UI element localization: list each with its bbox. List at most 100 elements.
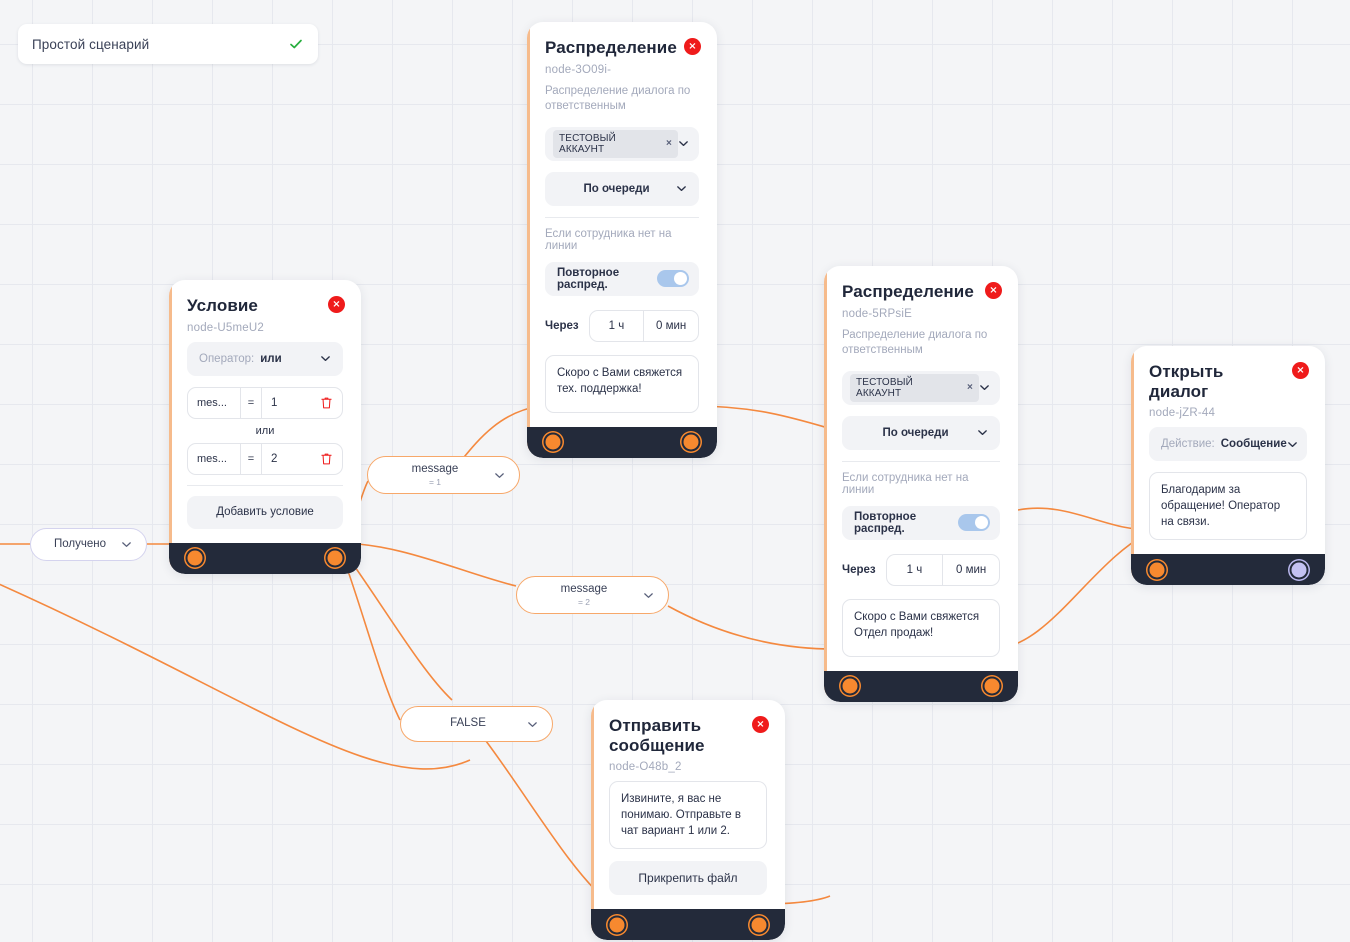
delay-row: Через 1 ч 0 мин	[842, 553, 1000, 586]
trash-icon[interactable]	[310, 444, 342, 474]
condition-operator[interactable]: =	[240, 387, 262, 418]
node-id: node-U5meU2	[187, 321, 264, 334]
account-chip[interactable]: ТЕСТОВЫЙ АККАУНТ ×	[553, 129, 678, 158]
edge-label-message-2[interactable]: message = 2	[516, 576, 669, 614]
node-open-dialog[interactable]: × Открыть диалог node-jZR-44 Действие: С…	[1131, 346, 1325, 586]
node-body: × Условие node-U5meU2 Оператор: или mes.…	[169, 280, 361, 543]
condition-row[interactable]: mes... = 2	[187, 442, 343, 475]
account-chip[interactable]: ТЕСТОВЫЙ АККАУНТ ×	[850, 373, 979, 402]
distribution-mode-select[interactable]: По очереди	[545, 171, 699, 206]
delay-inputs[interactable]: 1 ч 0 мин	[885, 553, 1000, 586]
edge-label-false[interactable]: FALSE	[400, 706, 553, 742]
distribution-mode-value: По очереди	[882, 426, 949, 439]
distribution-mode-value: По очереди	[583, 182, 650, 195]
account-chip-label: ТЕСТОВЫЙ АККАУНТ	[856, 376, 914, 399]
close-icon[interactable]: ×	[752, 716, 769, 733]
action-value: Сообщение	[1220, 438, 1287, 451]
message-input[interactable]: Извините, я вас не понимаю. Отправьте в …	[609, 781, 767, 850]
delay-minutes-input[interactable]: 0 мин	[942, 554, 999, 585]
output-port[interactable]	[327, 550, 343, 566]
input-port[interactable]	[609, 917, 625, 933]
edge-label-text: FALSE	[415, 717, 521, 730]
action-select[interactable]: Действие: Сообщение	[1149, 427, 1307, 462]
chevron-down-icon	[1287, 441, 1297, 447]
divider	[842, 460, 1000, 462]
node-description: Распределение диалога по ответственным	[545, 84, 691, 113]
input-port[interactable]	[842, 678, 858, 694]
output-port[interactable]	[984, 678, 1000, 694]
account-select[interactable]: ТЕСТОВЫЙ АККАУНТ ×	[842, 370, 1000, 405]
trash-icon[interactable]	[310, 388, 342, 418]
chevron-down-icon	[528, 721, 537, 727]
chevron-down-icon	[980, 385, 989, 391]
add-condition-button[interactable]: Добавить условие	[187, 495, 343, 529]
edge-msg2-to-dist-sales	[667, 605, 843, 650]
delay-label: Через	[842, 563, 876, 576]
edge-label-main: message	[411, 463, 459, 476]
output-port[interactable]	[751, 917, 767, 933]
condition-value[interactable]: 1	[271, 396, 278, 409]
node-distribution-sales[interactable]: × Распределение node-5RPsiE Распределени…	[824, 266, 1018, 702]
edge-label-main: message	[560, 583, 608, 596]
condition-field[interactable]: mes...	[197, 452, 227, 465]
redistribute-toggle-row[interactable]: Повторное распред.	[842, 505, 1000, 540]
close-icon[interactable]: ×	[985, 282, 1002, 299]
input-port[interactable]	[187, 550, 203, 566]
close-icon[interactable]: ×	[684, 38, 701, 55]
output-port[interactable]	[1291, 562, 1307, 578]
chip-remove-icon[interactable]: ×	[967, 382, 973, 394]
chip-remove-icon[interactable]: ×	[666, 138, 672, 150]
condition-field[interactable]: mes...	[197, 396, 227, 409]
distribution-mode-select[interactable]: По очереди	[842, 415, 1000, 450]
redistribute-toggle[interactable]	[958, 514, 990, 532]
account-select[interactable]: ТЕСТОВЫЙ АККАУНТ ×	[545, 126, 699, 161]
operator-value: или	[260, 352, 282, 365]
node-send-message[interactable]: × Отправить сообщение node-O48b_2 Извини…	[591, 700, 785, 941]
condition-operator[interactable]: =	[240, 443, 262, 474]
operator-select[interactable]: Оператор: или	[187, 341, 343, 376]
close-icon[interactable]: ×	[1292, 362, 1309, 379]
input-port[interactable]	[545, 434, 561, 450]
edge-label-received[interactable]: Получено	[30, 528, 147, 561]
node-body: × Открыть диалог node-jZR-44 Действие: С…	[1131, 346, 1325, 554]
edge-dist-support-to-dist-sales	[694, 405, 843, 433]
output-port[interactable]	[683, 434, 699, 450]
scenario-name-text: Простой сценарий	[32, 36, 150, 52]
chevron-down-icon	[679, 141, 688, 147]
edge-label-message-1[interactable]: message = 1	[367, 456, 520, 494]
edge-cond-to-msg2	[337, 542, 517, 587]
message-input[interactable]: Благодарим за обращение! Оператор на свя…	[1149, 472, 1307, 541]
action-label: Действие:	[1161, 438, 1215, 451]
delay-inputs[interactable]: 1 ч 0 мин	[588, 309, 699, 342]
node-footer	[1131, 554, 1325, 586]
edge-label-main: FALSE	[450, 717, 486, 730]
divider	[545, 216, 699, 218]
check-icon	[290, 39, 302, 49]
node-body: × Распределение node-3O09i- Распределени…	[527, 22, 717, 427]
message-input[interactable]: Скоро с Вами свяжется тех. поддержка!	[545, 354, 699, 413]
chevron-down-icon	[677, 186, 686, 192]
redistribute-toggle-row[interactable]: Повторное распред.	[545, 261, 699, 296]
scenario-name-field[interactable]: Простой сценарий	[18, 24, 318, 64]
redistribute-toggle[interactable]	[657, 270, 689, 288]
node-id: node-5RPsiE	[842, 307, 912, 320]
node-distribution-support[interactable]: × Распределение node-3O09i- Распределени…	[527, 22, 717, 458]
node-condition[interactable]: × Условие node-U5meU2 Оператор: или mes.…	[169, 280, 361, 574]
close-icon[interactable]: ×	[328, 296, 345, 313]
account-chip-label: ТЕСТОВЫЙ АККАУНТ	[559, 132, 617, 155]
delay-hours-input[interactable]: 1 ч	[608, 319, 625, 332]
operator-label: Оператор:	[199, 352, 255, 365]
condition-value[interactable]: 2	[271, 452, 278, 465]
node-footer	[527, 426, 717, 458]
chevron-down-icon	[644, 592, 653, 598]
delay-minutes-input[interactable]: 0 мин	[643, 310, 698, 341]
edge-label-text: message = 1	[382, 463, 488, 486]
attach-file-button[interactable]: Прикрепить файл	[609, 861, 767, 896]
message-input[interactable]: Скоро с Вами свяжется Отдел продаж!	[842, 598, 1000, 657]
delay-hours-input[interactable]: 1 ч	[906, 563, 923, 576]
node-title: Отправить сообщение	[609, 716, 705, 755]
condition-row[interactable]: mes... = 1	[187, 386, 343, 419]
edge-left-to-false	[0, 583, 471, 770]
input-port[interactable]	[1149, 562, 1165, 578]
